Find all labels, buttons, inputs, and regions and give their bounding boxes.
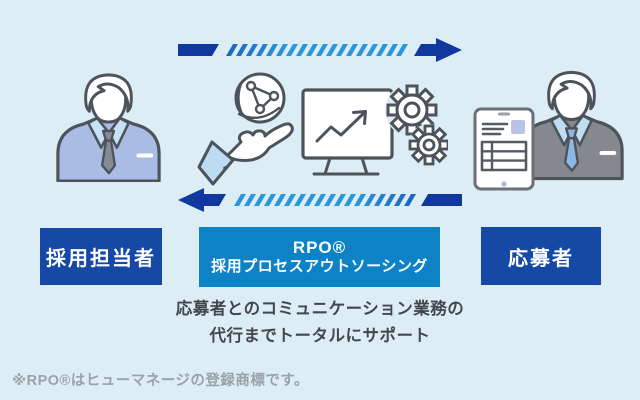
recruiter-person-icon (56, 73, 161, 182)
rpo-title: RPO® (292, 238, 347, 257)
applicant-label: 応募者 (508, 247, 574, 270)
gears-icon (385, 84, 448, 166)
arrow-right-icon (178, 38, 462, 62)
description-text: 応募者とのコミュニケーション業務の 代行までトータルにサポート (0, 296, 640, 350)
hand-globe-icon (197, 72, 294, 186)
rpo-subtitle: 採用プロセスアウトソーシング (211, 258, 428, 276)
recruiter-label: 採用担当者 (46, 248, 156, 270)
description-line2: 代行までトータルにサポート (209, 327, 431, 345)
tablet-document-icon (473, 107, 535, 191)
arrow-left-icon (178, 188, 462, 212)
trademark-note: ※RPO®はヒューマネージの登録商標です。 (12, 373, 309, 389)
description-line1: 応募者とのコミュニケーション業務の (175, 300, 465, 318)
applicant-label-box: 応募者 (481, 227, 601, 285)
rpo-label-box: RPO® 採用プロセスアウトソーシング (199, 227, 440, 287)
monitor-chart-icon (301, 84, 448, 176)
applicant-person-icon (519, 70, 624, 181)
recruiter-label-box: 採用担当者 (40, 228, 162, 285)
